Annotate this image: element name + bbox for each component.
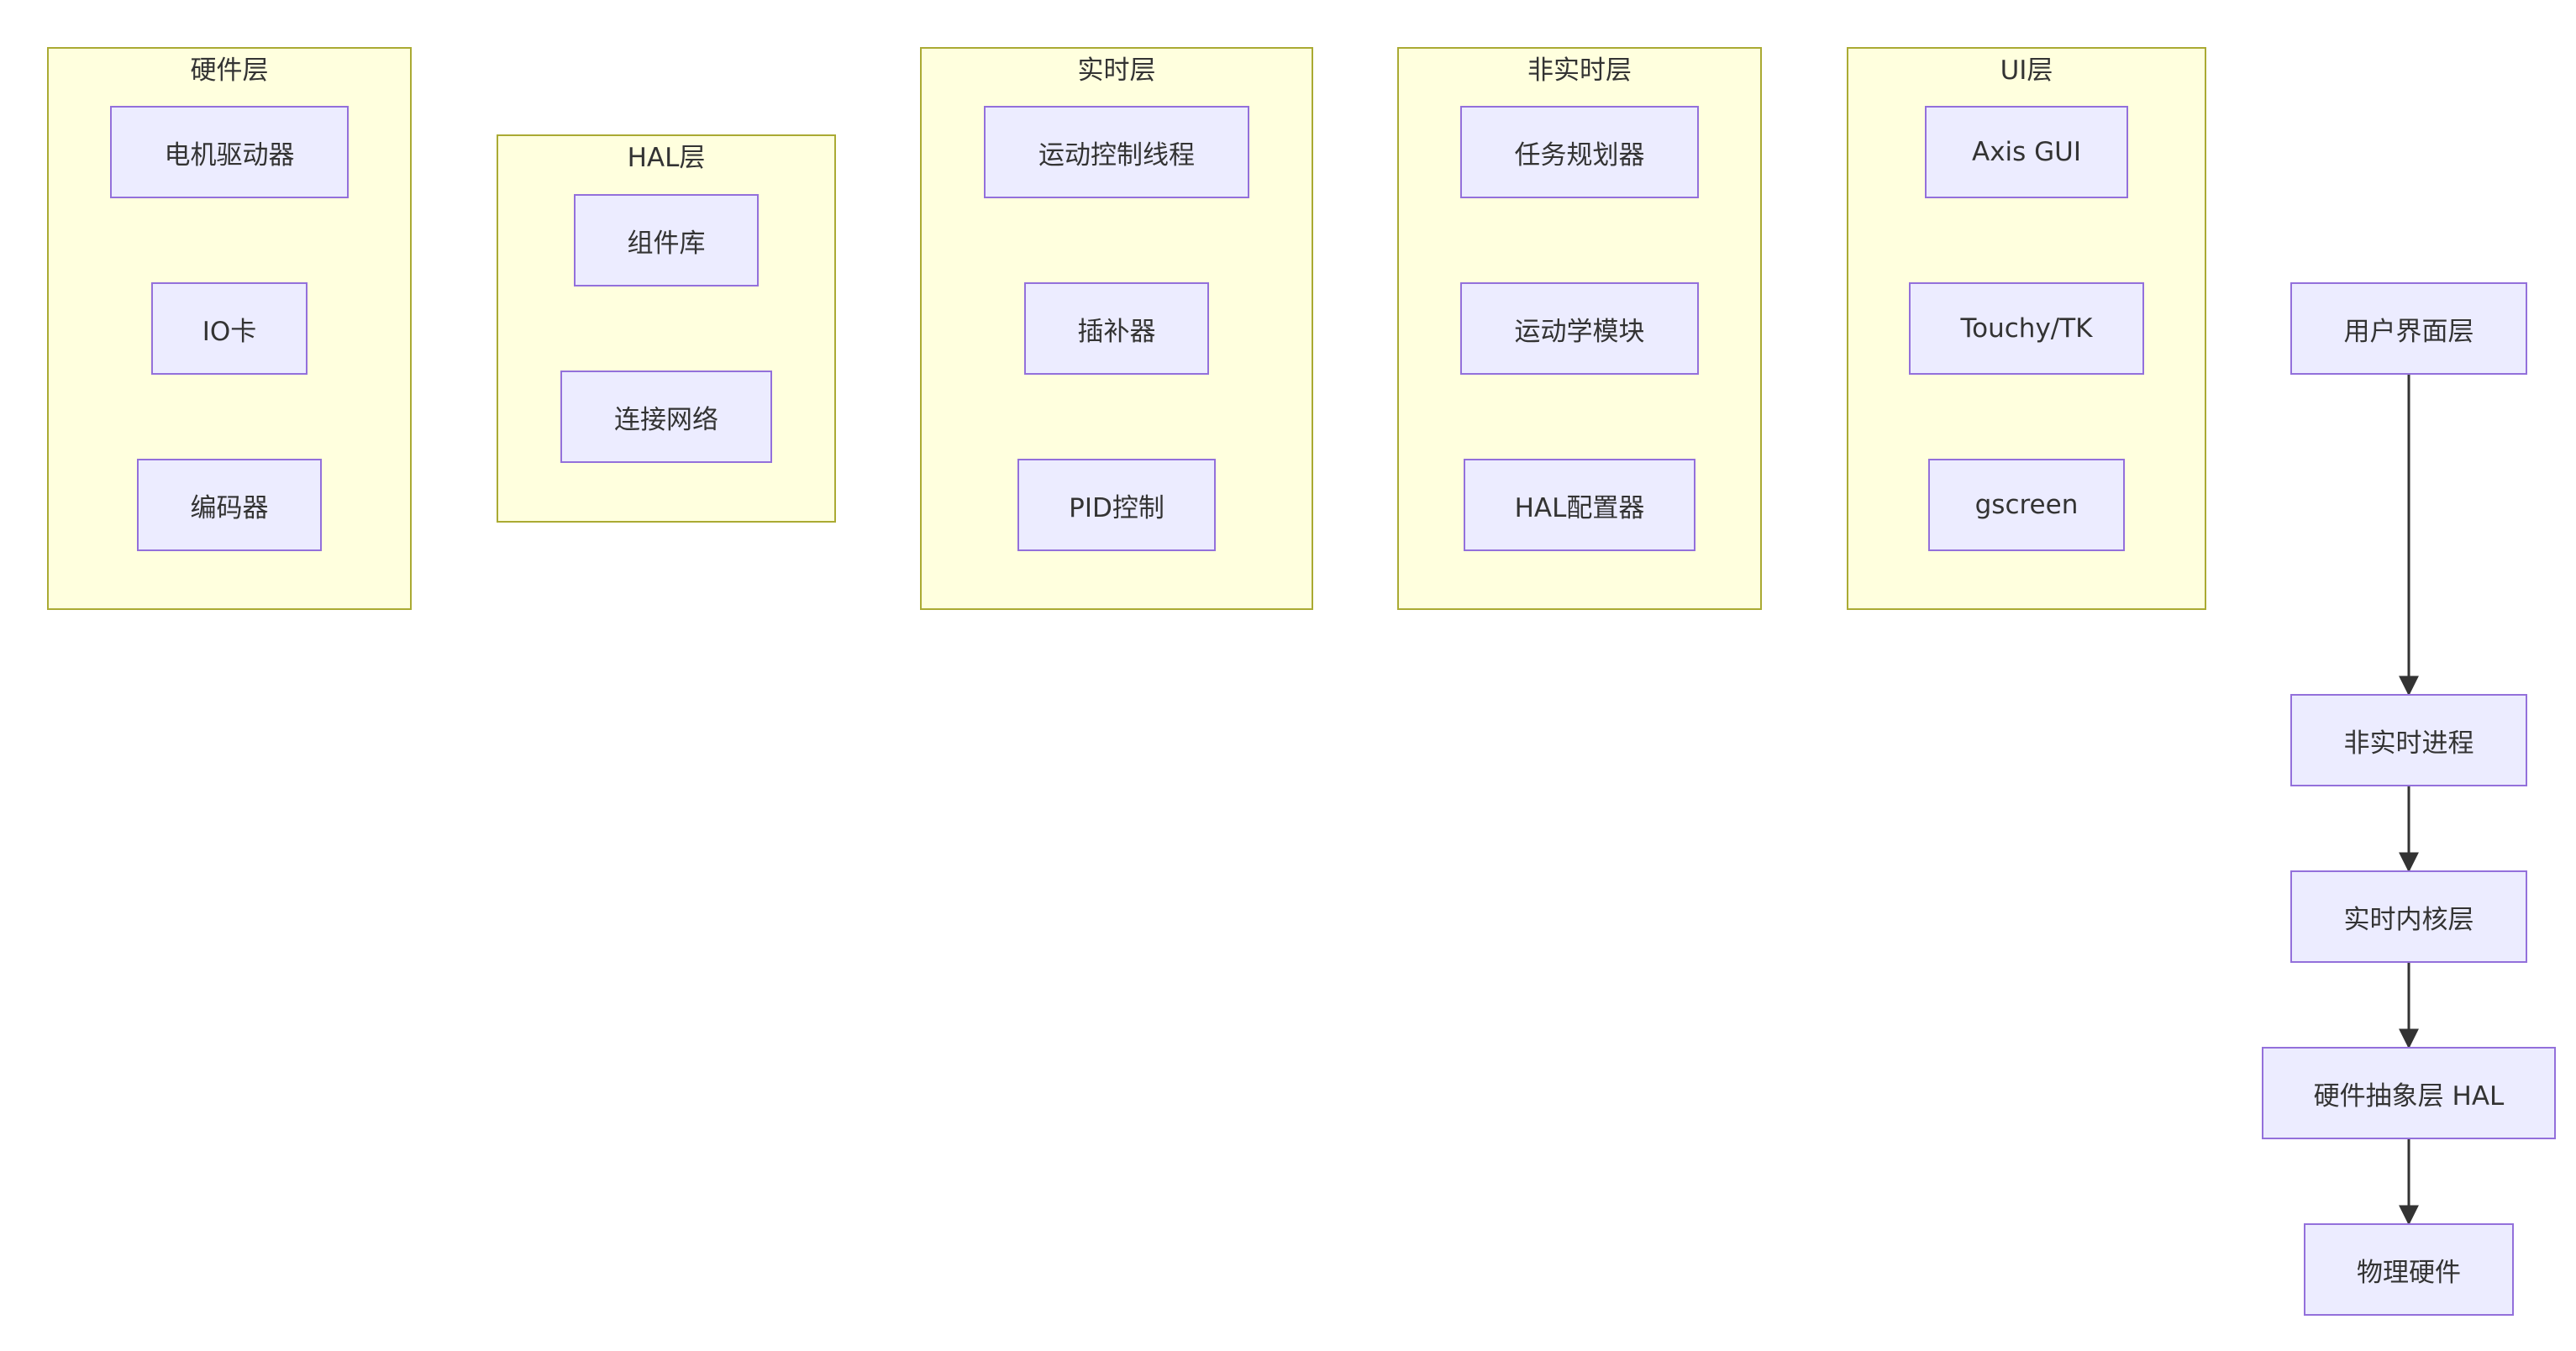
node-io-card[interactable]: IO卡: [151, 282, 308, 375]
subgraph-title: HAL层: [627, 143, 706, 173]
node-nonrealtime-process[interactable]: 非实时进程: [2290, 694, 2527, 786]
node-hal-configurator[interactable]: HAL配置器: [1464, 459, 1695, 551]
node-encoder[interactable]: 编码器: [137, 459, 322, 551]
node-axis-gui[interactable]: Axis GUI: [1925, 106, 2128, 198]
subgraph-title: 硬件层: [190, 55, 269, 86]
node-gscreen[interactable]: gscreen: [1928, 459, 2125, 551]
node-pid-control[interactable]: PID控制: [1017, 459, 1216, 551]
subgraph-hal-layer: HAL层: [497, 134, 836, 523]
node-component-library[interactable]: 组件库: [574, 194, 759, 286]
subgraph-title: 非实时层: [1527, 55, 1632, 86]
node-physical-hardware[interactable]: 物理硬件: [2304, 1223, 2514, 1316]
node-touchy-tk[interactable]: Touchy/TK: [1909, 282, 2144, 375]
node-motor-driver[interactable]: 电机驱动器: [110, 106, 349, 198]
node-interpolator[interactable]: 插补器: [1024, 282, 1209, 375]
node-motion-control-thread[interactable]: 运动控制线程: [984, 106, 1249, 198]
node-kinematics-module[interactable]: 运动学模块: [1460, 282, 1699, 375]
subgraph-title: UI层: [2000, 55, 2053, 86]
node-user-interface-layer[interactable]: 用户界面层: [2290, 282, 2527, 375]
node-connection-network[interactable]: 连接网络: [560, 371, 772, 463]
node-task-planner[interactable]: 任务规划器: [1460, 106, 1699, 198]
subgraph-title: 实时层: [1077, 55, 1156, 86]
node-realtime-kernel-layer[interactable]: 实时内核层: [2290, 870, 2527, 963]
node-hardware-abstraction-layer[interactable]: 硬件抽象层 HAL: [2262, 1047, 2556, 1139]
